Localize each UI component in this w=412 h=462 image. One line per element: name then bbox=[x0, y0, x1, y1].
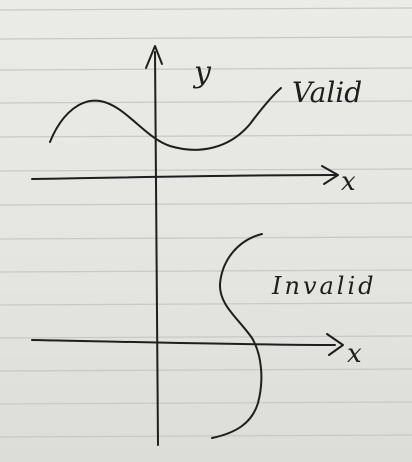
top-x-axis-arrowhead bbox=[321, 165, 339, 185]
bottom-x-axis-label: x bbox=[347, 339, 362, 369]
invalid-relation-curve bbox=[211, 233, 263, 439]
top-x-axis-label: x bbox=[341, 167, 356, 197]
ruled-lines bbox=[0, 7, 412, 438]
bottom-x-axis-arrowhead bbox=[326, 333, 344, 356]
bottom-x-axis-line bbox=[31, 339, 336, 346]
y-axis-line bbox=[154, 51, 159, 446]
top-x-axis-line bbox=[31, 174, 336, 180]
valid-label: Valid bbox=[292, 76, 362, 109]
valid-function-curve bbox=[49, 87, 282, 151]
invalid-label: Invalid bbox=[271, 272, 377, 300]
y-axis-label: y bbox=[192, 55, 212, 90]
y-axis-arrowhead bbox=[145, 45, 163, 69]
